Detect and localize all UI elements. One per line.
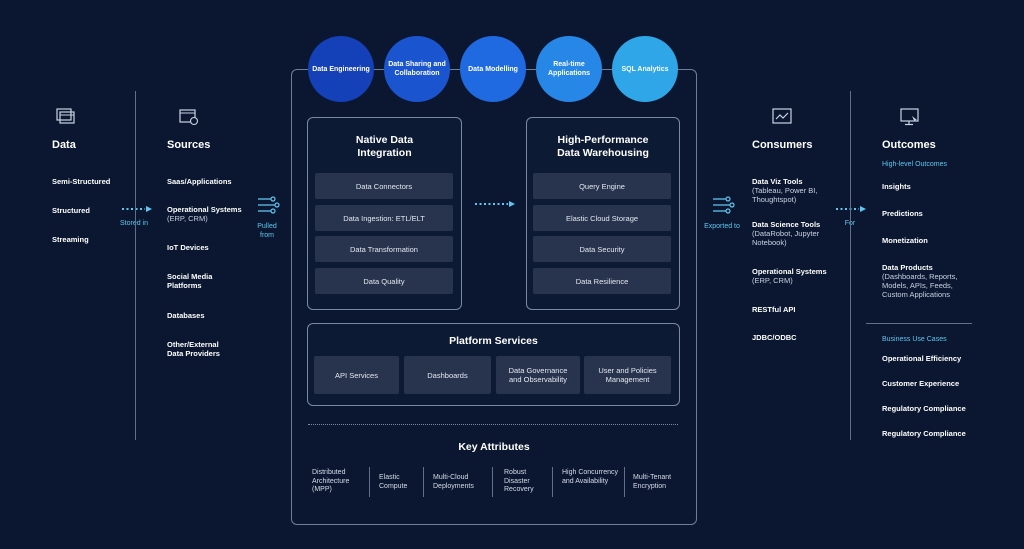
outcome-item: Data Products(Dashboards, Reports, Model… — [882, 263, 958, 299]
consumers-chart-icon — [772, 108, 792, 124]
platform-box: Dashboards — [404, 356, 491, 394]
outcome-item: Insights — [882, 182, 911, 191]
consumer-item: Data Science Tools(DataRobot, Jupyter No… — [752, 220, 821, 247]
data-item: Semi-Structured — [52, 177, 111, 186]
sources-window-icon — [179, 109, 199, 126]
circle-sql-analytics: SQL Analytics — [612, 36, 678, 102]
warehouse-box: Data Security — [533, 236, 671, 262]
source-item: Databases — [167, 311, 205, 320]
outcomes-monitor-icon — [900, 108, 919, 126]
pipeline-icon — [713, 196, 735, 214]
warehouse-box: Elastic Cloud Storage — [533, 205, 671, 231]
divider-consumers-outcomes — [850, 91, 851, 440]
key-attribute: Multi-Tenant Encryption — [633, 474, 672, 490]
key-attributes-title: Key Attributes — [458, 441, 530, 453]
business-use-case: Operational Efficiency — [882, 354, 962, 363]
key-attribute: Distributed Architecture (MPP) — [312, 469, 350, 493]
consumer-item: JDBC/ODBC — [752, 333, 797, 342]
data-column-title: Data — [52, 139, 76, 151]
warehouse-box: Data Resilience — [533, 268, 671, 294]
integration-to-warehouse-arrow — [475, 201, 515, 207]
native-box: Data Quality — [315, 268, 453, 294]
circle-data-sharing: Data Sharing and Collaboration — [384, 36, 450, 102]
stored-in-label: Stored in — [119, 220, 149, 227]
platform-box: Data Governance and Observability — [496, 356, 580, 394]
for-arrow — [836, 206, 866, 212]
high-level-outcomes-label: High-level Outcomes — [882, 161, 947, 168]
attr-separator — [552, 467, 553, 497]
native-box: Data Ingestion: ETL/ELT — [315, 205, 453, 231]
key-attribute: High Concurrency and Availability — [562, 469, 619, 485]
data-item: Streaming — [52, 235, 89, 244]
key-attribute: Multi-Cloud Deployments — [433, 474, 474, 490]
attr-separator — [369, 467, 370, 497]
attr-separator — [423, 467, 424, 497]
attr-separator — [624, 467, 625, 497]
source-item: Operational Systems(ERP, CRM) — [167, 205, 242, 223]
key-attribute: Robust Disaster Recovery — [504, 469, 534, 493]
native-box: Data Connectors — [315, 173, 453, 199]
key-attributes-divider — [308, 424, 678, 425]
circle-realtime-apps: Real-time Applications — [536, 36, 602, 102]
business-use-case: Regulatory Compliance — [882, 429, 966, 438]
data-item: Structured — [52, 206, 90, 215]
source-item: IoT Devices — [167, 243, 209, 252]
pipeline-icon — [258, 196, 280, 214]
business-use-case: Regulatory Compliance — [882, 404, 966, 413]
consumer-item: RESTful API — [752, 305, 796, 314]
pulled-from-label: Pulled from — [257, 223, 277, 239]
divider-data-sources — [135, 91, 136, 440]
attr-separator — [492, 467, 493, 497]
business-use-case: Customer Experience — [882, 379, 960, 388]
consumer-item: Operational Systems(ERP, CRM) — [752, 267, 827, 285]
outcomes-divider — [866, 323, 972, 324]
source-item: Saas/Applications — [167, 177, 232, 186]
warehouse-box: Query Engine — [533, 173, 671, 199]
sources-column-title: Sources — [167, 139, 211, 151]
consumers-column-title: Consumers — [752, 139, 813, 151]
platform-box: API Services — [314, 356, 399, 394]
outcomes-column-title: Outcomes — [882, 139, 936, 151]
stored-in-arrow — [122, 206, 152, 212]
circle-data-engineering: Data Engineering — [308, 36, 374, 102]
native-box: Data Transformation — [315, 236, 453, 262]
business-use-cases-label: Business Use Cases — [882, 336, 947, 343]
data-stack-icon — [56, 108, 75, 124]
consumer-item: Data Viz Tools(Tableau, Power BI, Though… — [752, 177, 818, 204]
platform-services-title: Platform Services — [449, 335, 538, 347]
circle-data-modelling: Data Modelling — [460, 36, 526, 102]
outcome-item: Predictions — [882, 209, 923, 218]
exported-to-label: Exported to — [704, 223, 740, 230]
outcome-item: Monetization — [882, 236, 928, 245]
key-attribute: Elastic Compute — [379, 474, 408, 490]
warehouse-title: High-Performance Data Warehousing — [557, 134, 649, 159]
native-integration-title: Native Data Integration — [355, 134, 414, 159]
platform-box: User and Policies Management — [584, 356, 671, 394]
